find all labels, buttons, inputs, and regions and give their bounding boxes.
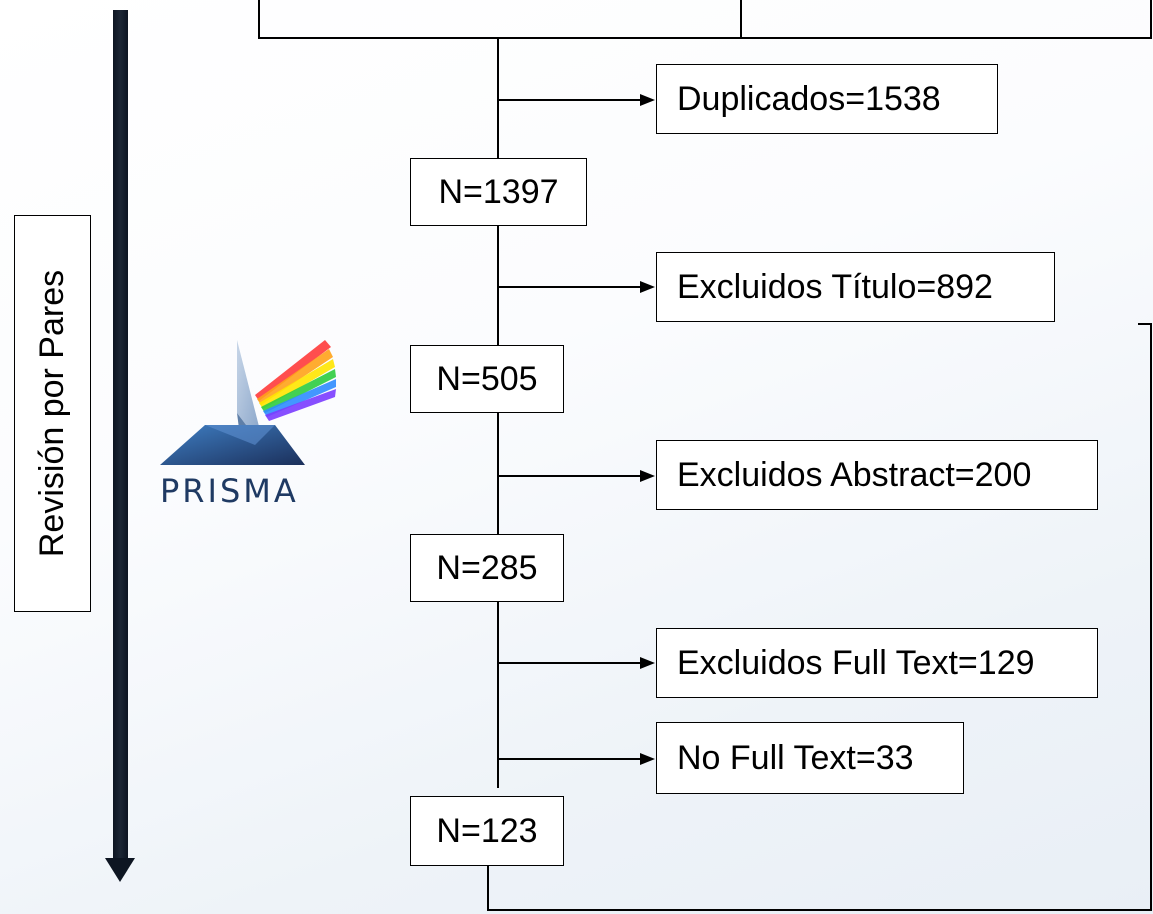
bracket-left — [487, 866, 489, 910]
stage-box: N=123 — [410, 796, 564, 866]
bracket-top — [1138, 323, 1150, 325]
top-box-left — [258, 0, 260, 38]
main-flow-line — [497, 38, 499, 788]
stage-box: N=1397 — [410, 158, 587, 226]
peer-review-label-box: Revisión por Pares — [14, 215, 91, 612]
timeline-arrow-head — [105, 858, 135, 882]
prisma-logo-text: PRISMA — [160, 472, 299, 510]
arrowhead-fulltext — [640, 657, 655, 669]
bracket-bottom — [487, 909, 1152, 911]
timeline-arrow-shaft — [113, 10, 128, 862]
exclusion-box: No Full Text=33 — [656, 722, 964, 794]
bracket-right — [1150, 323, 1152, 910]
arrowhead-duplicados — [640, 94, 655, 106]
connector-titulo — [497, 286, 640, 288]
arrowhead-abstract — [640, 470, 655, 482]
top-box-divider — [740, 0, 742, 38]
exclusion-box: Excluidos Abstract=200 — [656, 440, 1098, 510]
stage-box: N=505 — [410, 345, 564, 413]
arrowhead-titulo — [640, 281, 655, 293]
stage-box: N=285 — [410, 534, 564, 602]
connector-abstract — [497, 475, 640, 477]
top-box-bottom — [258, 37, 1152, 39]
exclusion-box: Excluidos Título=892 — [656, 252, 1055, 322]
exclusion-box: Duplicados=1538 — [656, 64, 998, 134]
top-box-right — [1150, 0, 1152, 38]
connector-duplicados — [497, 99, 640, 101]
connector-nofulltext — [497, 758, 640, 760]
connector-fulltext — [497, 662, 640, 664]
exclusion-box: Excluidos Full Text=129 — [656, 628, 1098, 698]
prisma-logo-icon — [160, 340, 336, 465]
peer-review-label: Revisión por Pares — [33, 269, 71, 558]
arrowhead-nofulltext — [640, 753, 655, 765]
